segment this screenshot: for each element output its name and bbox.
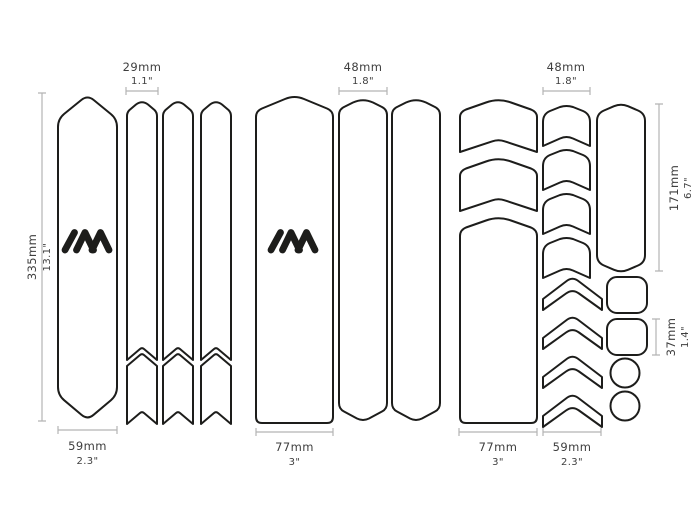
ams-logo-icon [61, 229, 113, 254]
dim-label-mm: 77mm [479, 440, 518, 454]
dim-label-inch: 1.4" [680, 326, 691, 348]
dim-label-mm: 48mm [547, 60, 586, 74]
left-main-guard-shape [57, 96, 118, 419]
dim-label-mm: 29mm [123, 60, 162, 74]
center-strip-1 [338, 99, 388, 421]
dimension-left-guard-height: 335mm 13.1" [25, 92, 53, 422]
ams-logo-icon [267, 229, 319, 254]
right-strip-segment-3 [542, 193, 591, 235]
right-arrow-2 [542, 316, 603, 350]
dimension-right-square-height: 37mm 1.4" [652, 318, 691, 357]
left-strip-1-lower [126, 353, 158, 425]
dim-label-inch: 6.7" [683, 177, 694, 199]
dimension-right-chevrons-width: 77mm 3" [458, 428, 538, 468]
dimension-left-guard-width: 59mm 2.3" [57, 426, 118, 467]
right-circle-patch-2 [609, 390, 641, 422]
left-strip-3-upper [200, 101, 232, 361]
right-rounded-square-2 [606, 318, 648, 356]
dimension-right-arrows-width: 59mm 2.3" [542, 428, 602, 468]
right-arrow-1 [542, 277, 603, 311]
right-strip-segment-2 [542, 149, 591, 191]
dim-label-mm: 37mm [664, 318, 678, 357]
dim-label-inch: 3" [289, 457, 301, 468]
center-main-guard-shape [255, 96, 334, 424]
right-strip-segment-1 [542, 105, 591, 147]
dim-label-inch: 13.1" [42, 243, 53, 272]
left-strip-2-upper [162, 101, 194, 361]
right-strip-segment-4 [542, 237, 591, 279]
dim-label-mm: 59mm [68, 439, 107, 453]
left-strip-2-lower [162, 353, 194, 425]
dim-label-inch: 2.3" [76, 456, 98, 467]
right-tall-bar [596, 103, 646, 273]
right-arrow-3 [542, 355, 603, 389]
left-strip-1-upper [126, 101, 158, 361]
right-wide-chevron-2 [459, 158, 538, 212]
right-arrow-4 [542, 394, 603, 428]
dimension-center-strips-width: 48mm 1.8" [338, 60, 388, 95]
dimension-right-strips-width: 48mm 1.8" [542, 60, 591, 95]
dim-label-inch: 1.8" [352, 76, 374, 87]
dim-label-inch: 2.3" [561, 457, 583, 468]
dim-label-inch: 1.1" [131, 76, 153, 87]
right-circle-patch-1 [609, 357, 641, 389]
dimension-small-strips-width: 29mm 1.1" [123, 60, 162, 95]
right-rounded-square-1 [606, 276, 648, 314]
dim-label-mm: 77mm [275, 440, 314, 454]
dimension-right-bar-height: 171mm 6.7" [655, 103, 694, 272]
dimension-center-guard-width: 77mm 3" [255, 428, 334, 468]
right-wide-chevron-1 [459, 99, 538, 153]
dim-label-inch: 3" [492, 457, 504, 468]
dim-label-mm: 48mm [344, 60, 383, 74]
right-long-guard [459, 217, 538, 424]
dim-label-mm: 335mm [25, 234, 39, 280]
dim-label-mm: 59mm [553, 440, 592, 454]
left-strip-3-lower [200, 353, 232, 425]
dim-label-mm: 171mm [667, 165, 681, 211]
center-strip-2 [391, 99, 441, 421]
dim-label-inch: 1.8" [555, 76, 577, 87]
